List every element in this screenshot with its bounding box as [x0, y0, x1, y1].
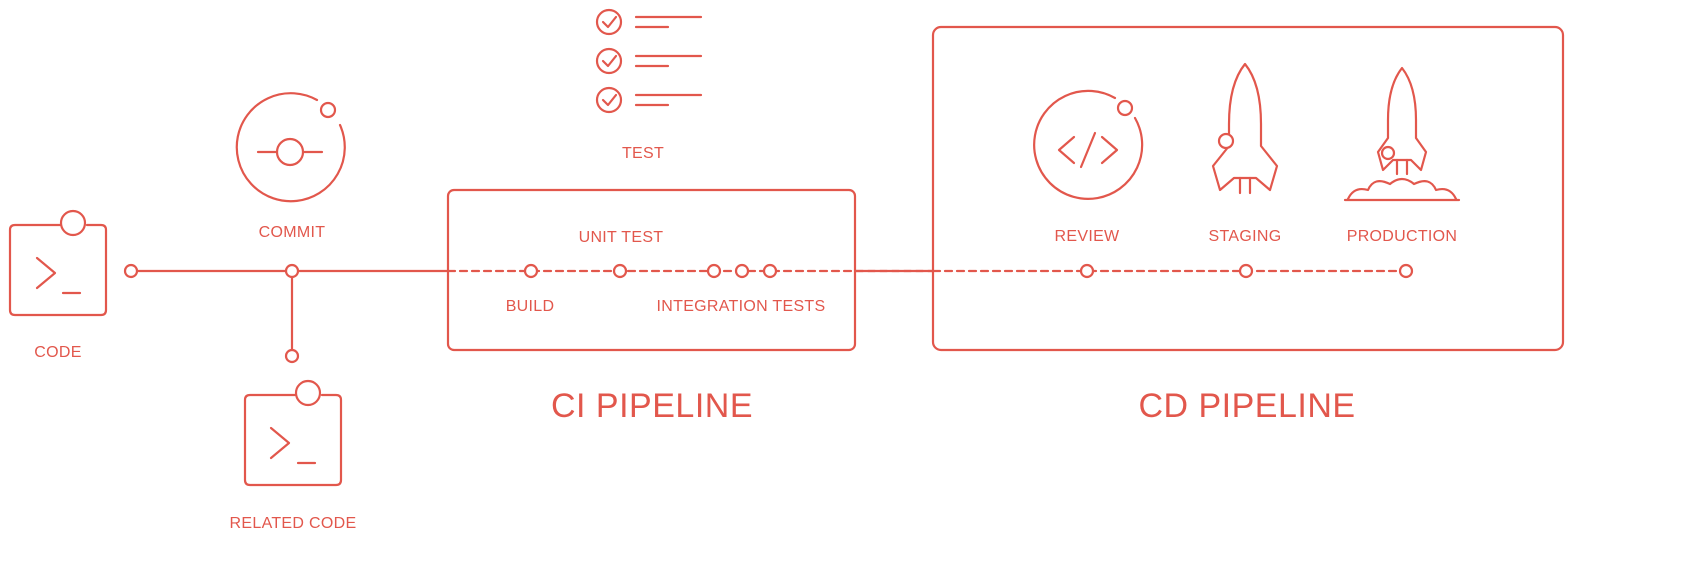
integration-test-node-1	[706, 263, 722, 279]
code-node	[123, 263, 139, 279]
staging-node	[1238, 263, 1254, 279]
code-terminal-icon	[8, 209, 108, 317]
production-node	[1398, 263, 1414, 279]
unit-test-label: UNIT TEST	[579, 229, 664, 246]
build-label: BUILD	[506, 298, 555, 315]
test-checklist-icon	[595, 8, 703, 114]
commit-icon	[235, 92, 346, 203]
commit-node	[284, 263, 300, 279]
related-code-node	[284, 348, 300, 364]
related-code-label: RELATED CODE	[230, 515, 357, 532]
review-node	[1079, 263, 1095, 279]
commit-label: COMMIT	[259, 224, 326, 241]
integration-test-node-3	[762, 263, 778, 279]
cd-pipeline-box	[931, 25, 1565, 352]
integration-tests-label: INTEGRATION TESTS	[657, 298, 826, 315]
build-node	[523, 263, 539, 279]
test-label: TEST	[622, 145, 664, 162]
related-code-terminal-icon	[243, 379, 343, 487]
staging-rocket-icon	[1211, 62, 1279, 195]
production-label: PRODUCTION	[1347, 228, 1458, 245]
review-label: REVIEW	[1055, 228, 1121, 245]
cd-pipeline-title: CD PIPELINE	[1138, 387, 1355, 425]
review-code-icon	[1033, 89, 1144, 200]
ci-pipeline-title: CI PIPELINE	[551, 387, 753, 425]
unit-test-node	[612, 263, 628, 279]
code-label: CODE	[34, 344, 81, 361]
integration-test-node-2	[734, 263, 750, 279]
production-rocket-launch-icon	[1343, 66, 1461, 202]
staging-label: STAGING	[1209, 228, 1282, 245]
